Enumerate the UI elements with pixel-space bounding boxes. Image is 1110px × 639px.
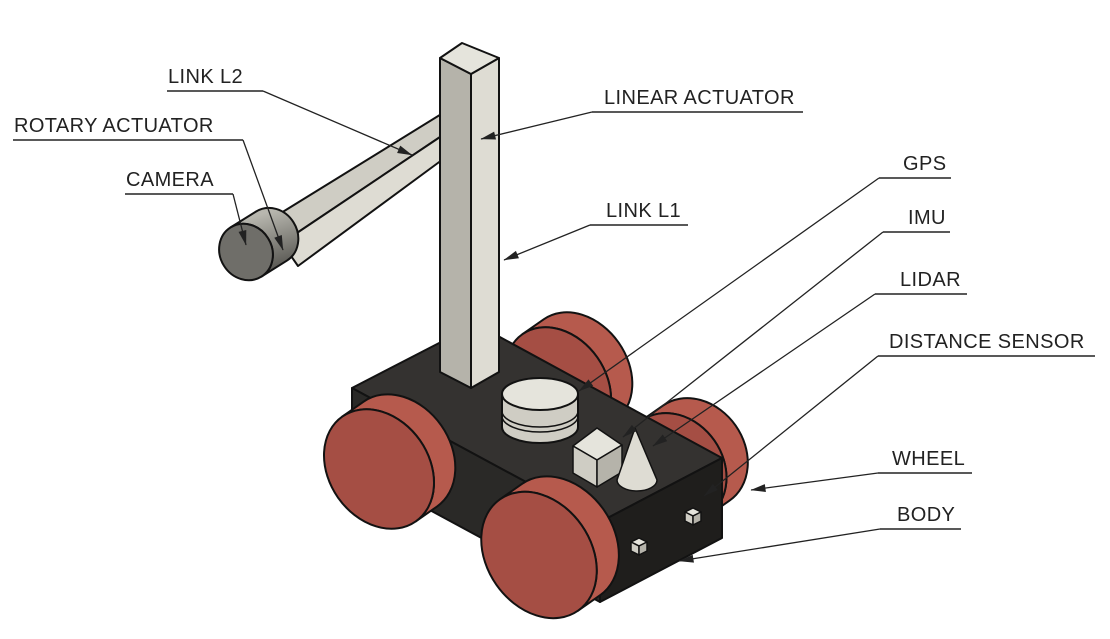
leader-gps [578,177,880,392]
leader-linear-actuator [480,111,593,140]
label-link-l1: LINK L1 [606,200,682,222]
camera-lens [218,222,274,282]
leader-link-l2 [262,90,413,156]
label-imu: IMU [908,207,946,229]
leader-link-l1 [503,224,591,261]
label-linear-actuator: LINEAR ACTUATOR [604,87,795,109]
wheel-rear-left [322,393,457,530]
leader-wheel [750,472,879,493]
annotation-leaders [13,90,1095,563]
label-link-l2: LINK L2 [168,66,244,88]
label-lidar: LIDAR [900,269,961,291]
label-wheel: WHEEL [892,448,966,470]
label-distance-sensor: DISTANCE SENSOR [889,331,1085,353]
leader-body [678,528,881,563]
distance-sensor-left [630,537,648,556]
label-rotary-actuator: ROTARY ACTUATOR [14,115,214,137]
distance-sensor-right [684,507,702,526]
label-gps: GPS [903,153,947,175]
rotary-actuator-cylinder [218,206,300,282]
lidar-cone [616,427,658,492]
leader-camera [232,193,247,246]
leader-imu [622,231,884,438]
leader-rotary-actuator [242,139,284,251]
leader-distance-sensor [703,355,879,497]
label-body: BODY [897,504,956,526]
leader-lidar [652,293,876,447]
gps-module [501,377,579,444]
post-link-l1 [439,42,500,389]
wheel-front-left [480,475,620,620]
label-camera: CAMERA [126,169,214,191]
